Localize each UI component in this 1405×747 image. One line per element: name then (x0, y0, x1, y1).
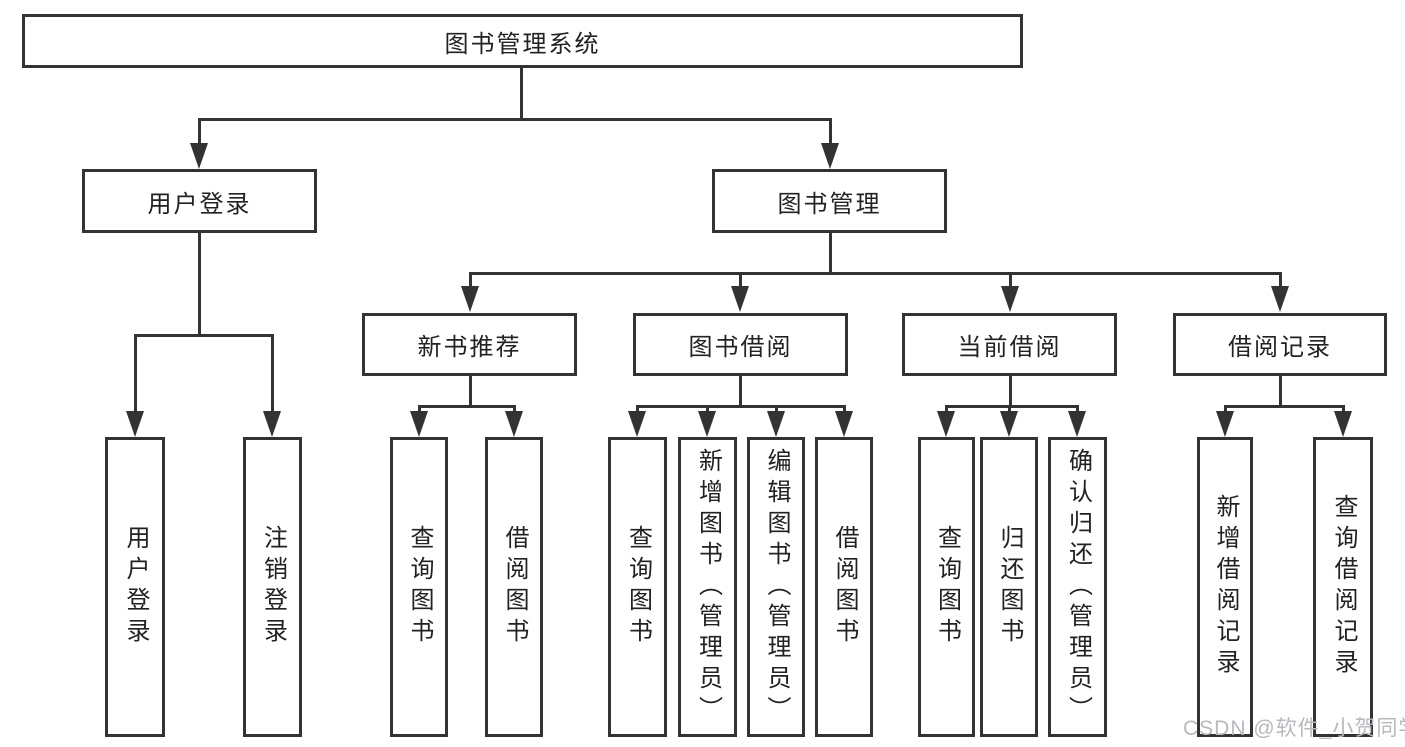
leaf-label: 查询图书 (624, 525, 652, 649)
node-leaf-user-login: 用户登录 (105, 437, 165, 737)
node-user-login-label: 用户登录 (147, 190, 252, 218)
node-leaf-edit-books-admin: 编辑图书（管理员） (747, 437, 805, 737)
node-borrowing-records: 借阅记录 (1173, 313, 1387, 376)
arrow-down-icon (1271, 286, 1289, 312)
node-leaf-borrow-books: 借阅图书 (815, 437, 873, 737)
node-leaf-borrow-books-recommend: 借阅图书 (485, 437, 543, 737)
leaf-label: 借阅图书 (831, 525, 858, 649)
connector-line (520, 68, 523, 119)
leaf-label: 新增借阅记录 (1212, 494, 1239, 680)
node-new-book-recommend: 新书推荐 (362, 313, 577, 376)
leaf-label: 新增图书（管理员） (694, 447, 722, 727)
arrow-down-icon (937, 411, 955, 437)
connector-line (469, 376, 472, 407)
leaf-label: 查询借阅记录 (1330, 494, 1357, 680)
arrow-down-icon (505, 411, 523, 437)
arrow-down-icon (731, 286, 749, 312)
node-leaf-query-books-recommend: 查询图书 (390, 437, 448, 737)
node-book-management-label: 图书管理 (777, 190, 882, 218)
arrow-down-icon (1216, 411, 1234, 437)
node-leaf-add-books-admin: 新增图书（管理员） (678, 437, 737, 737)
connector-line (945, 405, 1079, 408)
connector-line (198, 118, 201, 151)
connector-line (636, 405, 846, 408)
connector-line (1279, 272, 1282, 294)
arrow-down-icon (628, 411, 646, 437)
connector-line (1224, 405, 1345, 408)
leaf-label: 用户登录 (122, 525, 149, 649)
connector-line (829, 233, 832, 274)
connector-line (198, 233, 201, 336)
leaf-label: 查询图书 (933, 525, 961, 649)
arrow-down-icon (821, 143, 839, 169)
node-book-management: 图书管理 (712, 169, 947, 233)
arrow-down-icon (126, 411, 144, 437)
arrow-down-icon (263, 411, 281, 437)
connector-line (469, 272, 1282, 275)
arrow-down-icon (410, 411, 428, 437)
connector-line (198, 118, 832, 121)
arrow-down-icon (190, 143, 208, 169)
node-current-borrowing-label: 当前借阅 (957, 334, 1062, 361)
connector-line (1009, 376, 1012, 407)
connector-line (829, 118, 832, 151)
arrow-down-icon (461, 286, 479, 312)
arrow-down-icon (698, 411, 716, 437)
leaf-label: 确认归还（管理员） (1064, 447, 1092, 727)
watermark-text: CSDN @软件_小贺同学 (1183, 717, 1405, 740)
node-book-borrowing-label: 图书借阅 (688, 334, 793, 361)
node-leaf-add-borrow-record: 新增借阅记录 (1197, 437, 1253, 737)
connector-line (271, 334, 274, 419)
node-leaf-query-books-current: 查询图书 (918, 437, 975, 737)
node-current-borrowing: 当前借阅 (902, 313, 1117, 376)
arrow-down-icon (1334, 411, 1352, 437)
arrow-down-icon (1001, 286, 1019, 312)
node-borrowing-records-label: 借阅记录 (1228, 334, 1332, 361)
connector-line (134, 334, 137, 419)
node-new-book-recommend-label: 新书推荐 (417, 334, 522, 361)
connector-line (1009, 272, 1012, 294)
leaf-label: 归还图书 (996, 525, 1023, 649)
leaf-label: 查询图书 (406, 525, 433, 649)
arrow-down-icon (1068, 411, 1086, 437)
connector-line (418, 405, 516, 408)
connector-line (1279, 376, 1282, 407)
arrow-down-icon (767, 411, 785, 437)
connector-line (739, 376, 742, 407)
node-leaf-query-books-borrowing: 查询图书 (608, 437, 667, 737)
node-user-login: 用户登录 (82, 169, 317, 233)
arrow-down-icon (835, 411, 853, 437)
connector-line (739, 272, 742, 294)
leaf-label: 注销登录 (259, 525, 287, 649)
connector-line (134, 334, 274, 337)
node-leaf-confirm-return-admin: 确认归还（管理员） (1048, 437, 1107, 737)
leaf-label: 借阅图书 (501, 525, 528, 649)
connector-line (469, 272, 472, 294)
arrow-down-icon (1000, 411, 1018, 437)
node-root-label: 图书管理系统 (444, 30, 601, 58)
node-leaf-query-borrow-record: 查询借阅记录 (1313, 437, 1373, 737)
node-leaf-logout: 注销登录 (243, 437, 302, 737)
node-leaf-return-books: 归还图书 (980, 437, 1038, 737)
node-book-borrowing: 图书借阅 (633, 313, 848, 376)
leaf-label: 编辑图书（管理员） (763, 447, 790, 727)
node-root: 图书管理系统 (22, 14, 1023, 68)
